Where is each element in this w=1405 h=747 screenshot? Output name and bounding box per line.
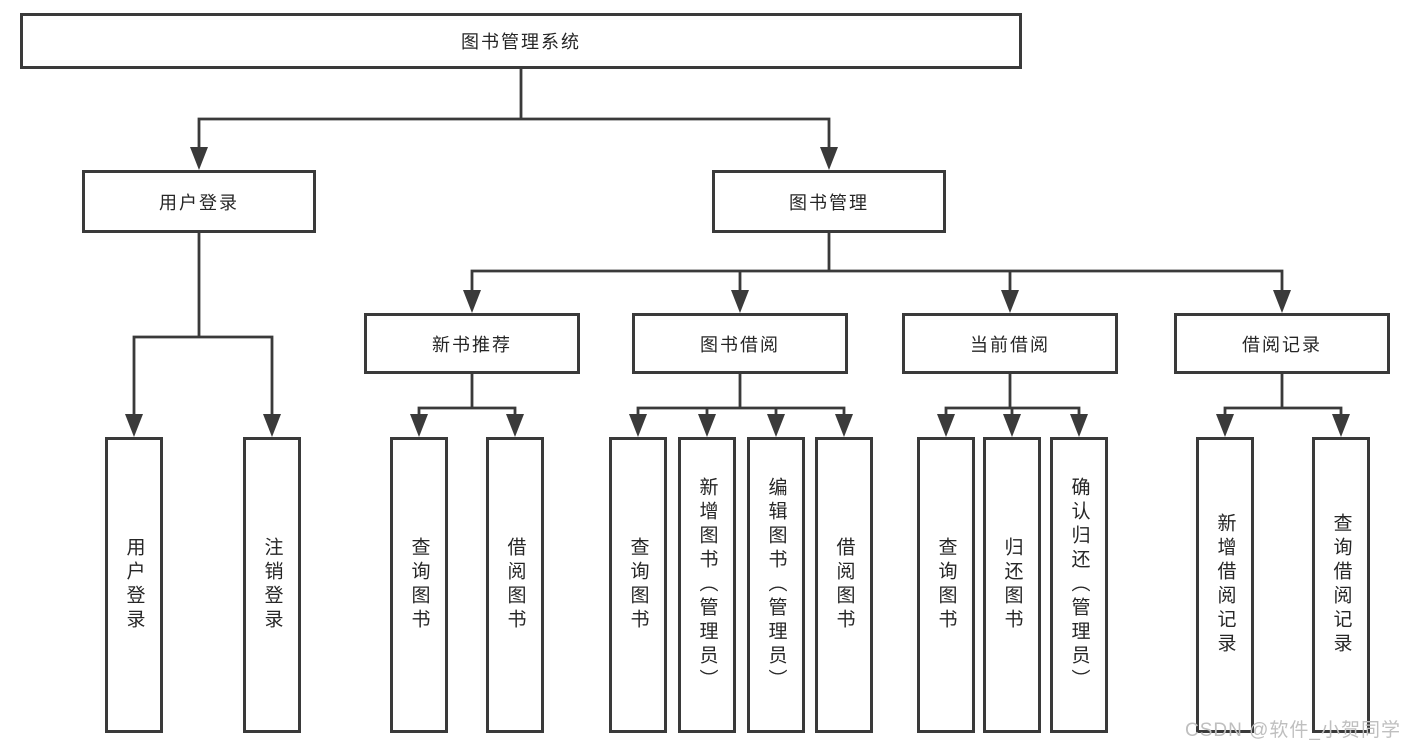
leaf-user-login: 用户登录 [105, 437, 163, 733]
node-root-library-system: 图书管理系统 [20, 13, 1022, 69]
connector-book-management-to-level3 [470, 233, 1284, 292]
leaf-borrow-books: 借阅图书 [815, 437, 873, 733]
connector-user-login-to-leaves [132, 233, 274, 416]
leaf-query-books-current: 查询图书 [917, 437, 975, 733]
node-book-borrow: 图书借阅 [632, 313, 848, 374]
leaf-return-books: 归还图书 [983, 437, 1041, 733]
connector-new-book-recommend-to-leaves [417, 374, 517, 416]
leaf-confirm-return-admin: 确认归还（管理员） [1050, 437, 1108, 733]
leaf-add-borrow-record: 新增借阅记录 [1196, 437, 1254, 733]
node-current-borrow: 当前借阅 [902, 313, 1118, 374]
node-borrow-records: 借阅记录 [1174, 313, 1390, 374]
leaf-query-books-recommend: 查询图书 [390, 437, 448, 733]
leaf-edit-books-admin: 编辑图书（管理员） [747, 437, 805, 733]
node-new-book-recommend: 新书推荐 [364, 313, 580, 374]
csdn-watermark: CSDN @软件_小贺同学 [1185, 720, 1401, 741]
leaf-query-books-borrow: 查询图书 [609, 437, 667, 733]
connector-borrow-records-to-leaves [1223, 374, 1343, 416]
connector-root-to-level2 [197, 69, 831, 149]
node-book-management: 图书管理 [712, 170, 946, 233]
connector-current-borrow-to-leaves [944, 374, 1081, 416]
leaf-add-books-admin: 新增图书（管理员） [678, 437, 736, 733]
node-user-login: 用户登录 [82, 170, 316, 233]
leaf-logout: 注销登录 [243, 437, 301, 733]
leaf-query-borrow-record: 查询借阅记录 [1312, 437, 1370, 733]
leaf-borrow-books-recommend: 借阅图书 [486, 437, 544, 733]
connector-book-borrow-to-leaves [636, 374, 846, 416]
